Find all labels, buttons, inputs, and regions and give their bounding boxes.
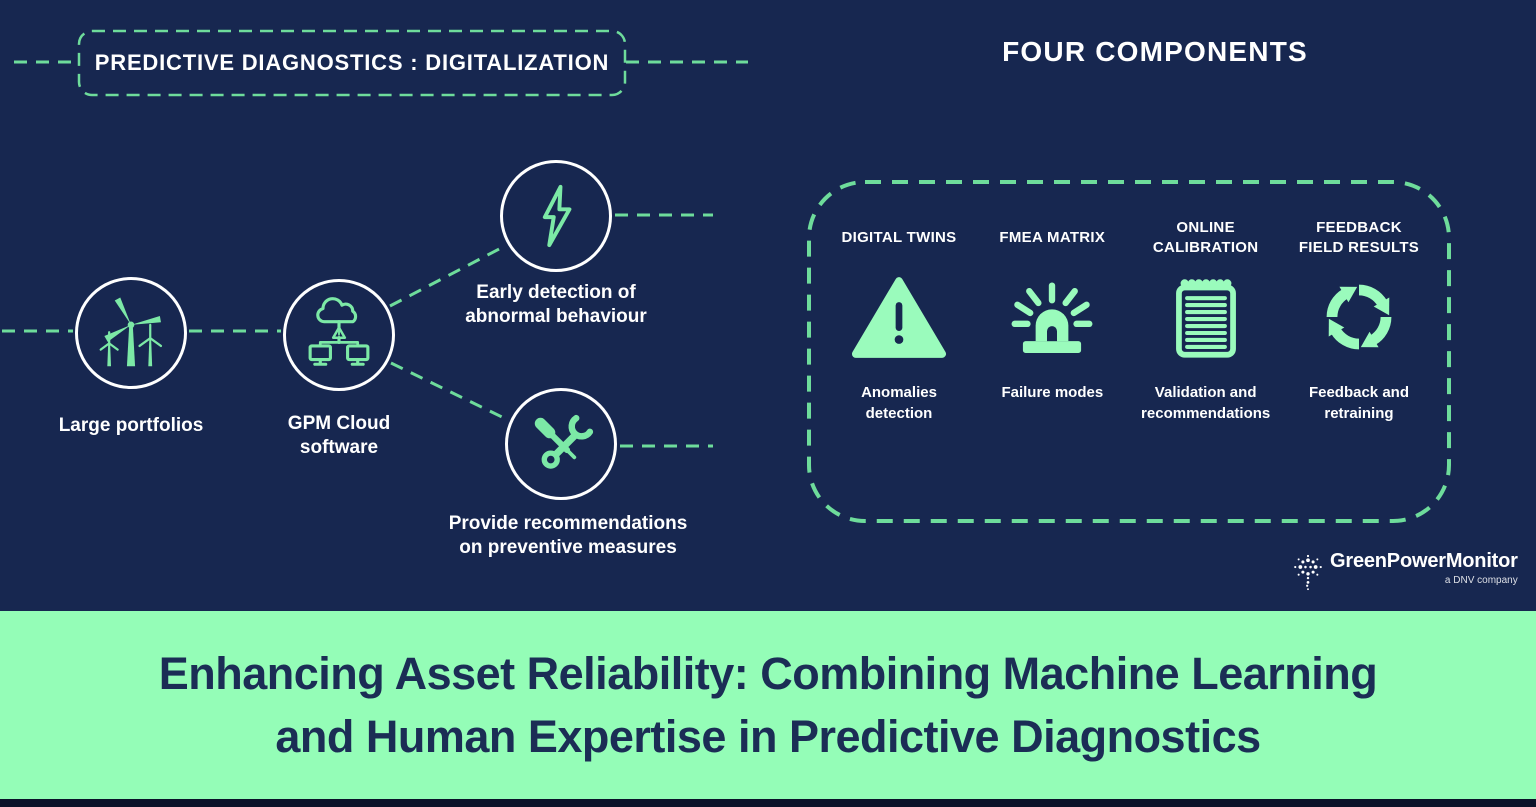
logo-name: GreenPowerMonitor	[1330, 550, 1518, 572]
component-online-calibration: ONLINE CALIBRATION	[1130, 214, 1282, 523]
node-provide-recommendations	[505, 388, 617, 500]
component-title: DIGITAL TWINS	[841, 228, 957, 246]
cloud-network-icon	[308, 297, 370, 366]
title-box: PREDICTIVE DIAGNOSTICS : DIGITALIZATION	[79, 31, 625, 95]
four-components-heading: FOUR COMPONENTS	[1002, 36, 1308, 67]
headline-text: Enhancing Asset Reliability: Combining M…	[158, 642, 1378, 768]
node-gpm-cloud-software	[283, 279, 395, 391]
node-label: Large portfolios	[58, 415, 204, 436]
node-large-portfolios	[75, 277, 187, 389]
component-caption: Validation and recommendations	[1141, 384, 1271, 422]
node-label: Early detection of abnormal behaviour	[465, 282, 647, 328]
component-title: FEEDBACK FIELD RESULTS	[1298, 218, 1420, 256]
lightning-bolt-icon	[542, 184, 572, 248]
four-components-box: DIGITAL TWINS Anomalies detection FMEA M…	[807, 180, 1451, 523]
connector-line	[390, 361, 505, 420]
wind-turbines-icon	[99, 297, 163, 367]
headline-line2: and Human Expertise in Predictive Diagno…	[275, 711, 1261, 762]
component-feedback-field-results: FEEDBACK FIELD RESULTS	[1283, 214, 1435, 523]
node-label: GPM Cloud software	[287, 413, 391, 459]
notepad-icon	[1175, 279, 1236, 358]
greenpowermonitor-burst-icon	[1294, 554, 1322, 591]
logo-tagline: a DNV company	[1444, 575, 1518, 586]
component-digital-twins: DIGITAL TWINS Anomalies detection	[823, 214, 975, 523]
crossed-tools-icon	[534, 414, 594, 469]
siren-icon	[1011, 282, 1093, 353]
component-title: FMEA MATRIX	[999, 228, 1106, 246]
cycle-arrows-icon	[1326, 284, 1392, 350]
diagram-title: PREDICTIVE DIAGNOSTICS : DIGITALIZATION	[94, 50, 610, 75]
component-caption: Feedback and retraining	[1308, 384, 1409, 422]
component-caption: Anomalies detection	[861, 384, 937, 422]
node-label: Provide recommendations on preventive me…	[448, 513, 688, 559]
node-early-detection	[500, 160, 612, 272]
brand-logo: GreenPowerMonitor a DNV company	[1291, 550, 1518, 596]
component-caption: Failure modes	[1001, 384, 1104, 401]
top-panel: PREDICTIVE DIAGNOSTICS : DIGITALIZATION	[0, 0, 1536, 611]
headline-line1: Enhancing Asset Reliability: Combining M…	[158, 648, 1378, 699]
warning-triangle-icon	[851, 276, 947, 358]
headline-banner: Enhancing Asset Reliability: Combining M…	[0, 611, 1536, 799]
bottom-strip	[0, 799, 1536, 807]
component-title: ONLINE CALIBRATION	[1152, 218, 1259, 256]
component-fmea-matrix: FMEA MATRIX	[976, 214, 1128, 523]
